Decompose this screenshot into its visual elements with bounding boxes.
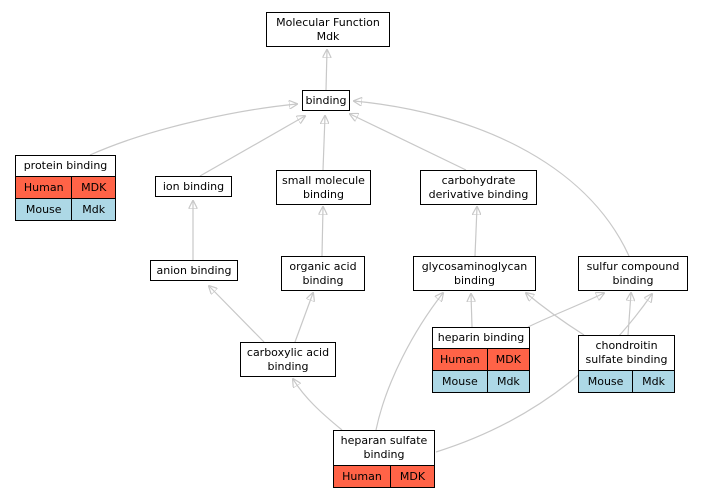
node-heparan-sulfate-binding[interactable]: heparan sulfate binding Human MDK [333, 430, 435, 488]
node-heparin-binding[interactable]: heparin binding Human MDK Mouse Mdk [432, 327, 530, 393]
edge-sulfur-compound-binding-to-binding [354, 101, 630, 257]
node-label: Molecular Function [276, 16, 380, 29]
node-label: binding [267, 360, 309, 373]
node-label-line: heparin binding [437, 331, 525, 344]
gene-symbol: MDK [81, 181, 107, 194]
node-label: Mdk [316, 30, 340, 43]
node-sulfur-compound-binding[interactable]: sulfur compound binding [578, 256, 688, 291]
node-carboxylic-acid-binding[interactable]: carboxylic acid binding [240, 342, 336, 377]
gene-symbol: Mdk [82, 203, 106, 216]
organism-label: Human [16, 177, 73, 198]
node-anion-binding[interactable]: anion binding [150, 260, 238, 281]
edge-organic-acid-binding-to-small-molecule-binding [322, 207, 323, 257]
node-molecular-function-mdk[interactable]: Molecular Function Mdk [266, 12, 390, 47]
organism-label: Human [433, 349, 488, 370]
gene-symbol: Mdk [496, 375, 520, 388]
node-label: binding [305, 94, 347, 107]
node-label: chondroitin sulfate binding [579, 336, 674, 370]
node-label: anion binding [156, 264, 232, 277]
edge-carboxylic-acid-binding-to-anion-binding [209, 286, 265, 343]
gene-symbol: MDK [495, 353, 521, 366]
node-protein-binding[interactable]: protein binding Human MDK Mouse Mdk [15, 155, 116, 221]
node-label-line: sulfate binding [585, 353, 668, 366]
edge-ion-binding-to-binding [199, 116, 305, 177]
node-label: carboxylic acid [246, 346, 330, 359]
edge-chondroitin-sulfate-binding-to-sulfur-compound-binding [628, 293, 631, 336]
annotation-row-human: Human MDK [334, 465, 434, 487]
node-label-line: protein binding [23, 159, 108, 172]
node-ion-binding[interactable]: ion binding [155, 176, 232, 197]
node-organic-acid-binding[interactable]: organic acid binding [281, 256, 365, 291]
organism-label: Mouse [433, 371, 488, 392]
edge-heparan-sulfate-binding-to-glycosaminoglycan-binding [375, 293, 443, 431]
node-label: sulfur compound [586, 260, 680, 273]
edge-carbohydrate-derivative-binding-to-binding [350, 114, 467, 171]
annotation-row-mouse: Mouse Mdk [16, 198, 115, 220]
annotation-row-human: Human MDK [16, 176, 115, 198]
annotation-row-human: Human MDK [433, 348, 529, 370]
edge-heparan-sulfate-binding-to-sulfur-compound-binding [435, 294, 652, 453]
organism-label: Mouse [16, 199, 73, 220]
node-label: protein binding [16, 156, 115, 176]
edge-binding-to-molecular-function [326, 50, 327, 91]
edge-protein-binding-to-binding [89, 104, 297, 156]
organism-label: Human [334, 466, 391, 487]
node-label: heparin binding [433, 328, 529, 348]
annotation-row-mouse: Mouse Mdk [433, 370, 529, 392]
edge-heparan-sulfate-binding-to-carboxylic-acid-binding [293, 379, 343, 431]
node-label-line: binding [363, 448, 405, 461]
node-label-line: heparan sulfate [340, 434, 428, 447]
node-label: binding [302, 274, 344, 287]
annotation-row-mouse: Mouse Mdk [579, 370, 674, 392]
edge-heparin-binding-to-sulfur-compound-binding [527, 293, 604, 328]
node-chondroitin-sulfate-binding[interactable]: chondroitin sulfate binding Mouse Mdk [578, 335, 675, 393]
edge-glycosaminoglycan-binding-to-carbohydrate-derivative-binding [475, 207, 477, 257]
node-label: heparan sulfate binding [334, 431, 434, 465]
node-small-molecule-binding[interactable]: small molecule binding [276, 170, 371, 205]
edge-chondroitin-sulfate-binding-to-glycosaminoglycan-binding [526, 293, 585, 336]
node-label: organic acid [289, 260, 357, 273]
node-label: binding [453, 274, 495, 287]
gene-symbol: Mdk [642, 375, 666, 388]
node-binding[interactable]: binding [302, 90, 350, 111]
node-label-line: chondroitin [595, 339, 658, 352]
node-label: small molecule [282, 174, 365, 187]
node-label: carbohydrate [441, 174, 516, 187]
node-label: binding [612, 274, 654, 287]
node-label: glycosaminoglycan [421, 260, 528, 273]
node-label: derivative binding [428, 188, 529, 201]
node-carbohydrate-derivative-binding[interactable]: carbohydrate derivative binding [420, 170, 537, 205]
node-label: ion binding [162, 180, 225, 193]
node-label: binding [302, 188, 344, 201]
edge-heparin-binding-to-glycosaminoglycan-binding [471, 294, 472, 328]
node-glycosaminoglycan-binding[interactable]: glycosaminoglycan binding [413, 256, 536, 291]
edge-small-molecule-binding-to-binding [323, 116, 325, 171]
edge-carboxylic-acid-binding-to-organic-acid-binding [294, 293, 313, 343]
organism-label: Mouse [579, 371, 634, 392]
gene-symbol: MDK [399, 470, 426, 483]
